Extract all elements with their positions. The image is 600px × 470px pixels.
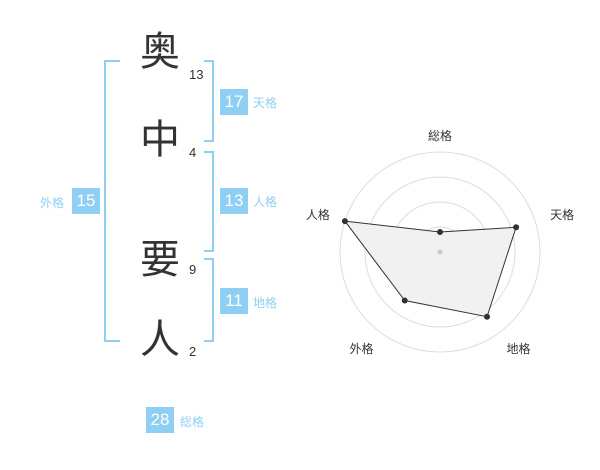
- tenkaku-label: 天格: [253, 96, 278, 110]
- chikaku-label: 地格: [253, 296, 278, 310]
- jinkaku-value: 13: [220, 188, 248, 214]
- name-char-3: 要: [140, 237, 180, 283]
- tenkaku-bracket: [204, 60, 214, 142]
- radar-axis-label: 人格: [306, 207, 330, 222]
- radar-ring: [364, 176, 516, 328]
- radar-point: [437, 229, 443, 235]
- stroke-count-3: 9: [189, 262, 197, 277]
- soukaku-value: 28: [146, 407, 174, 433]
- radar-axis-label: 天格: [550, 207, 574, 222]
- chikaku-value: 11: [220, 288, 248, 314]
- radar-axis-label: 地格: [507, 341, 531, 356]
- gaikaku-bracket: [104, 60, 120, 342]
- radar-point: [401, 297, 408, 304]
- jinkaku-label: 人格: [253, 195, 278, 209]
- radar-ring: [339, 151, 541, 353]
- name-char-1: 奥: [140, 29, 180, 75]
- name-char-2: 中: [140, 117, 180, 163]
- radar-axis-label: 総格: [428, 128, 452, 143]
- soukaku-label: 総格: [180, 415, 205, 429]
- stroke-count-2: 4: [189, 145, 197, 160]
- name-char-4: 人: [140, 317, 180, 363]
- radar-axis-label: 外格: [349, 341, 373, 356]
- radar-center: [437, 249, 443, 255]
- gaikaku-value: 15: [72, 188, 100, 214]
- radar-point: [341, 218, 348, 225]
- chikaku-bracket: [204, 258, 214, 342]
- stroke-count-4: 2: [189, 344, 197, 359]
- gaikaku-label: 外格: [40, 196, 65, 210]
- radar-area: [343, 220, 517, 318]
- radar-point: [513, 224, 520, 231]
- tenkaku-value: 17: [220, 89, 248, 115]
- jinkaku-bracket: [204, 151, 214, 252]
- stroke-count-1: 13: [189, 67, 204, 82]
- radar-point: [484, 313, 491, 320]
